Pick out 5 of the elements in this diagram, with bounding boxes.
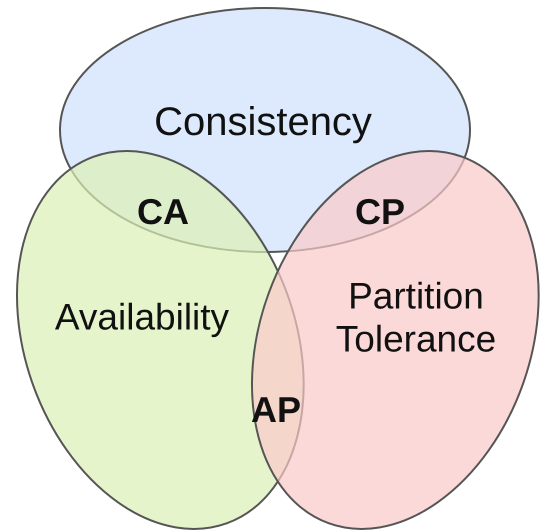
set-label: Consistency [153,99,373,145]
overlap-label: CA [137,191,189,233]
overlap-label: CP [355,191,405,233]
set-label: Availability [54,296,230,340]
set-label: Partition Tolerance [334,275,498,361]
